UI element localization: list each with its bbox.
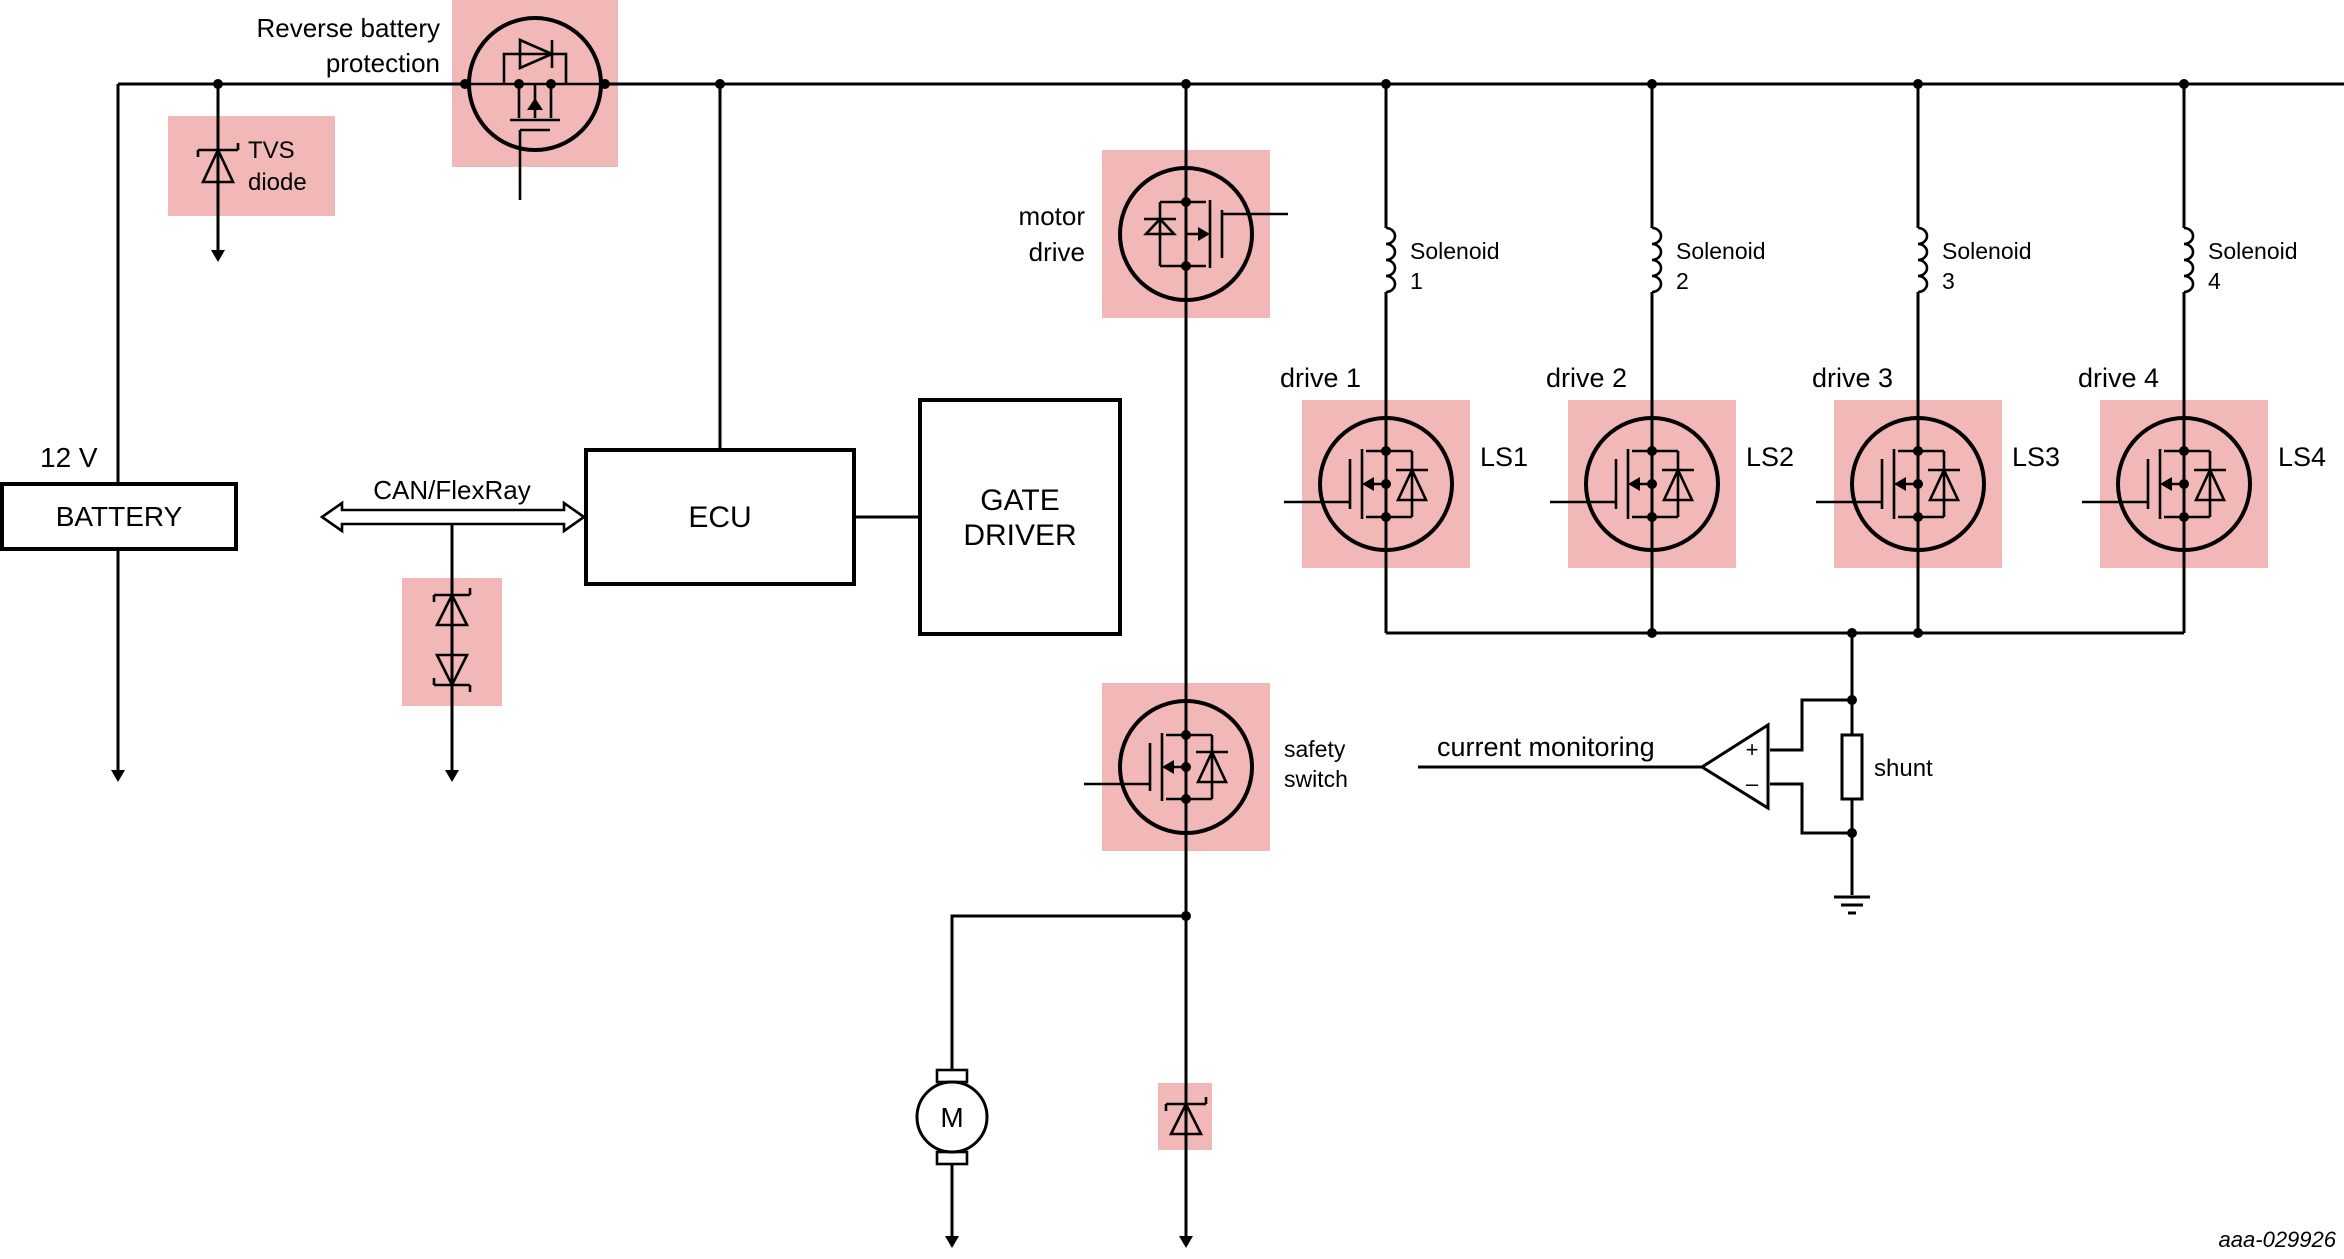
motor-ground-arrow — [945, 1236, 959, 1248]
solenoid-label: Solenoid — [1410, 238, 1500, 264]
figure-id: aaa-029926 — [2219, 1227, 2337, 1252]
solenoid-coil — [1385, 226, 1397, 294]
gate-driver-box — [918, 398, 1122, 636]
current-sense-amplifier — [1699, 722, 1770, 811]
shunt-resistor — [1840, 733, 1864, 801]
low-side-mosfet — [1318, 416, 1454, 552]
ls-label: LS1 — [1480, 442, 1528, 472]
motor-wire — [950, 914, 1186, 1238]
shunt-label: shunt — [1874, 755, 1933, 782]
tvs-diode — [196, 84, 240, 262]
drive-label: drive 4 — [2078, 363, 2159, 393]
motor-drive-label-2: drive — [1029, 237, 1085, 267]
solenoid-coil — [2183, 226, 2195, 294]
solenoid-label: Solenoid — [1676, 238, 1766, 264]
battery-ground-arrow — [111, 770, 125, 782]
solenoid-channel-4: drive 4 LS4 Solenoid 4 — [2078, 84, 2326, 633]
solenoid-channel-1: drive 1 LS1 Solenoid 1 — [1280, 84, 1528, 633]
solenoid-number: 4 — [2208, 268, 2221, 294]
can-esd-diodes — [432, 524, 472, 782]
solenoid-label: Solenoid — [1942, 238, 2032, 264]
junction — [1913, 628, 1923, 638]
drive-label: drive 1 — [1280, 363, 1361, 393]
tvs-label-2: diode — [248, 169, 307, 196]
solenoid-channel-2: drive 2 LS2 Solenoid 2 — [1546, 84, 1794, 633]
can-flexray-label: CAN/FlexRay — [373, 475, 530, 505]
sense-wires — [1770, 698, 1852, 835]
ecu-label: ECU — [688, 501, 751, 534]
solenoid-number: 1 — [1410, 268, 1423, 294]
reverse-protection-mosfet — [460, 16, 610, 200]
amp-plus-sign: + — [1746, 737, 1759, 762]
solenoid-number: 3 — [1942, 268, 1955, 294]
motor-label: M — [940, 1102, 963, 1133]
voltage-label: 12 V — [40, 442, 98, 473]
solenoid-coil — [1917, 226, 1929, 294]
battery-box — [0, 482, 238, 551]
battery-label: BATTERY — [56, 501, 183, 532]
low-side-mosfet — [1850, 416, 1986, 552]
low-side-mosfet — [2116, 416, 2252, 552]
tvs-label-1: TVS — [248, 137, 295, 164]
current-monitoring-label: current monitoring — [1437, 732, 1655, 762]
safety-switch-label-1: safety — [1284, 736, 1346, 762]
drive-label: drive 2 — [1546, 363, 1627, 393]
reverse-protection-label-2: protection — [326, 48, 440, 78]
motor-tvs-diode — [1164, 1097, 1208, 1136]
ls-label: LS2 — [1746, 442, 1794, 472]
solenoid-number: 2 — [1676, 268, 1689, 294]
amp-minus-sign: – — [1746, 771, 1759, 796]
motor-drive-mosfet — [1118, 166, 1288, 302]
solenoid-coil — [1651, 226, 1663, 294]
tvs-highlight — [168, 116, 335, 216]
safety-switch-label-2: switch — [1284, 766, 1348, 792]
ground-symbol — [1834, 895, 1870, 915]
safety-switch-mosfet — [1084, 699, 1254, 835]
junction — [1647, 628, 1657, 638]
low-side-mosfet — [1584, 416, 1720, 552]
motor-branch-ground-arrow — [1179, 1236, 1193, 1248]
ls-label: LS3 — [2012, 442, 2060, 472]
motor-drive-label-1: motor — [1019, 201, 1086, 231]
gate-driver-label-1: GATE — [980, 484, 1059, 517]
drive-label: drive 3 — [1812, 363, 1893, 393]
gate-driver-label-2: DRIVER — [963, 519, 1076, 552]
solenoid-channel-3: drive 3 LS3 Solenoid 3 — [1812, 84, 2060, 633]
reverse-protection-label-1: Reverse battery — [256, 13, 440, 43]
ls-label: LS4 — [2278, 442, 2326, 472]
motor — [915, 1068, 989, 1166]
solenoid-label: Solenoid — [2208, 238, 2298, 264]
